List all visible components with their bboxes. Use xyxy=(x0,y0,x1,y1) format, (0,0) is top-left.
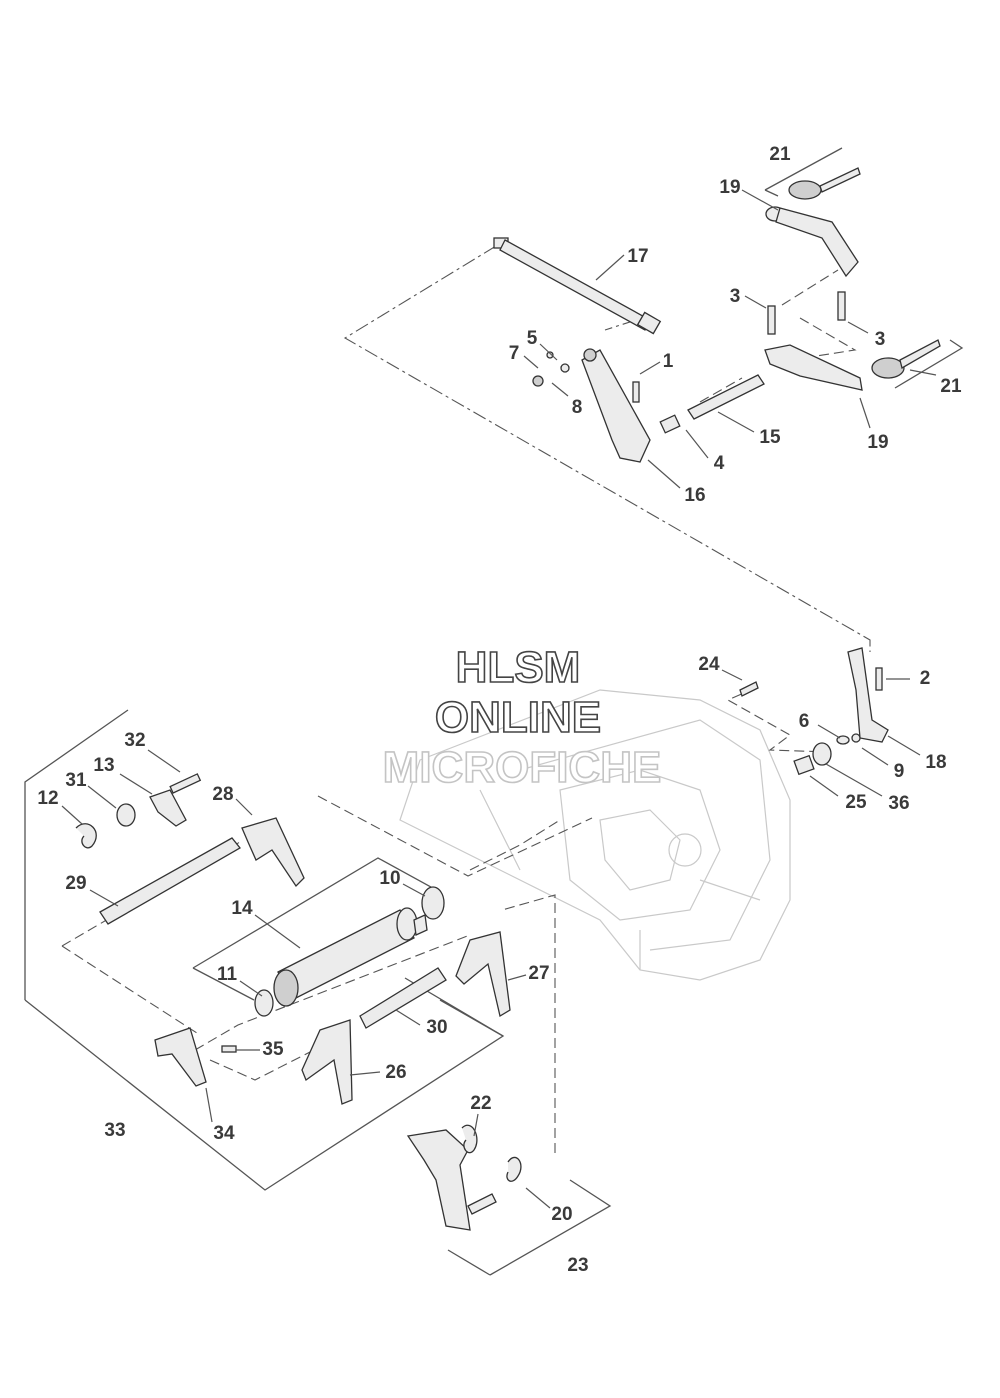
callout-34: 34 xyxy=(213,1123,235,1144)
shift-forks xyxy=(241,817,511,1105)
shift-arm-16 xyxy=(532,348,651,463)
callout-7: 7 xyxy=(509,343,520,364)
callout-21-lower: 21 xyxy=(940,376,962,397)
callout-13: 13 xyxy=(93,755,114,776)
callout-29: 29 xyxy=(65,873,86,894)
callout-30: 30 xyxy=(426,1017,447,1038)
callout-35: 35 xyxy=(262,1039,284,1060)
callout-17: 17 xyxy=(627,246,648,267)
callout-24: 24 xyxy=(698,654,720,675)
callout-6: 6 xyxy=(799,711,810,732)
callout-18: 18 xyxy=(925,752,946,773)
shift-arm-18 xyxy=(739,647,889,776)
fork-shafts xyxy=(99,837,447,1029)
callout-5: 5 xyxy=(527,328,538,349)
callout-27: 27 xyxy=(528,963,549,984)
shift-shaft xyxy=(659,374,765,434)
transmission-housing-ghost xyxy=(399,689,791,981)
detent-and-spring xyxy=(75,773,237,1087)
assembly-leader-lines xyxy=(61,245,871,1161)
callout-36: 36 xyxy=(888,793,909,814)
watermark-line2: ONLINE xyxy=(435,693,601,742)
callout-9: 9 xyxy=(894,761,905,782)
callout-23: 23 xyxy=(567,1255,588,1276)
callout-15: 15 xyxy=(759,427,781,448)
callout-14: 14 xyxy=(231,898,253,919)
watermark-line3: MICROFICHE xyxy=(383,743,662,792)
callout-20: 20 xyxy=(551,1204,572,1225)
callout-10: 10 xyxy=(379,868,400,889)
watermark: HLSM ONLINE MICROFICHE xyxy=(382,642,662,793)
callout-4: 4 xyxy=(714,453,725,474)
watermark-line1: HLSM xyxy=(456,643,581,692)
shift-rod xyxy=(493,237,662,335)
callout-11: 11 xyxy=(217,964,238,985)
callout-26: 26 xyxy=(385,1062,406,1083)
callout-25: 25 xyxy=(845,792,867,813)
callout-3-left: 3 xyxy=(730,286,741,307)
callout-1: 1 xyxy=(663,351,674,372)
callout-19-lower: 19 xyxy=(867,432,888,453)
callout-32: 32 xyxy=(124,730,145,751)
callout-2: 2 xyxy=(920,668,931,689)
callout-21-upper: 21 xyxy=(769,144,791,165)
shift-pawl-assembly xyxy=(406,1124,522,1231)
callout-12: 12 xyxy=(37,788,58,809)
callout-labels: 21 19 17 3 3 5 7 1 8 21 15 19 4 16 24 2 … xyxy=(37,144,962,1276)
shift-drum xyxy=(254,886,445,1017)
callout-31: 31 xyxy=(65,770,87,791)
callout-3-right: 3 xyxy=(875,329,886,350)
shifter-lever-lower xyxy=(764,291,941,391)
shifter-lever-upper xyxy=(765,167,861,278)
group-brackets xyxy=(24,147,964,1276)
callout-16: 16 xyxy=(684,485,705,506)
callout-22: 22 xyxy=(470,1093,491,1114)
callout-leaders xyxy=(61,189,937,1209)
callout-8: 8 xyxy=(572,397,583,418)
callout-33: 33 xyxy=(104,1120,125,1141)
callout-19-upper: 19 xyxy=(719,177,740,198)
callout-28: 28 xyxy=(212,784,233,805)
